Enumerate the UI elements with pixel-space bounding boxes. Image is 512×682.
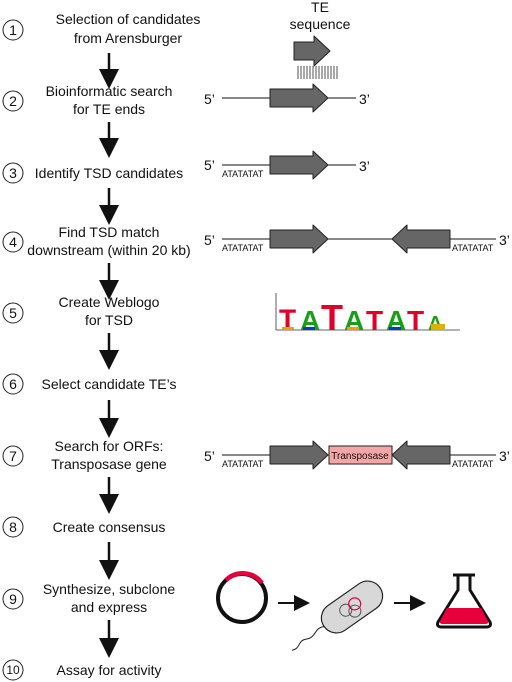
five-prime-label: 5’ xyxy=(204,91,215,107)
step-number: 8 xyxy=(9,519,17,535)
te-arrow-reverse xyxy=(391,224,451,254)
step-label-line1: Bioinformatic search xyxy=(46,83,173,99)
logo-letter-7: T xyxy=(407,305,424,336)
step-1: 1 Selection of candidates from Arensburg… xyxy=(2,11,201,46)
te-ends-graphic: 5’ 3’ xyxy=(204,83,370,113)
step-label-line2: and express xyxy=(71,599,147,615)
step-9: 9 Synthesize, subclone and express xyxy=(2,581,176,615)
step-number: 1 xyxy=(9,22,17,38)
step-10: 10 Assay for activity xyxy=(2,659,162,681)
step-label-line1: Find TSD match xyxy=(59,224,160,240)
te-arrow xyxy=(293,35,331,67)
step-number: 2 xyxy=(9,93,17,109)
tsd-label-right: ATATATAT xyxy=(452,243,494,253)
step-number-circle xyxy=(2,659,24,681)
step-label-line2: for TE ends xyxy=(73,101,145,117)
step-number-circle xyxy=(2,373,24,395)
step-label-line1: Create Weblogo xyxy=(59,294,160,310)
te-arrow xyxy=(269,150,329,180)
flask-liquid xyxy=(439,608,489,624)
tsd-label-right: ATATATAT xyxy=(452,459,494,469)
te-label-line1: TE xyxy=(311,0,329,15)
step-label-line2: for TSD xyxy=(85,312,133,328)
step-3: 3 Identify TSD candidates xyxy=(2,162,183,184)
logo-letter-1: T xyxy=(279,304,297,337)
step-7: 7 Search for ORFs: Transposase gene xyxy=(2,438,167,472)
step-number-circle xyxy=(2,588,24,610)
step-4: 4 Find TSD match downstream (within 20 k… xyxy=(2,224,191,258)
step-label-line1: Assay for activity xyxy=(56,662,161,678)
three-prime-label: 3’ xyxy=(359,91,370,107)
te-label-line2: sequence xyxy=(290,16,351,32)
step-label-line1: Search for ORFs: xyxy=(55,438,164,454)
tsd-match-graphic: 5’ ATATATAT ATATATAT 3’ xyxy=(204,224,510,254)
step-5: 5 Create Weblogo for TSD xyxy=(2,294,160,328)
step-number-circle xyxy=(2,445,24,467)
alignment-ticks xyxy=(297,66,338,79)
tsd-label: ATATATAT xyxy=(222,169,264,179)
step-label-line1: Synthesize, subclone xyxy=(43,581,176,597)
step-number: 7 xyxy=(9,448,17,464)
step-number: 5 xyxy=(9,305,17,321)
te-arrow-reverse xyxy=(391,440,451,470)
step-label-line1: Identify TSD candidates xyxy=(35,165,183,181)
step-number-circle xyxy=(2,302,24,324)
step-6: 6 Select candidate TE’s xyxy=(2,373,177,395)
five-prime-label: 5’ xyxy=(204,157,215,173)
step-number: 9 xyxy=(9,591,17,607)
orf-graphic: 5’ ATATATAT Transposase ATATATAT 3’ xyxy=(204,440,510,470)
flask-icon xyxy=(436,573,492,629)
step-label-line1: Create consensus xyxy=(53,519,166,535)
te-sequence-graphic: TE sequence xyxy=(290,0,351,79)
weblogo-minor-bars xyxy=(282,324,445,330)
five-prime-label: 5’ xyxy=(204,232,215,248)
tsd-label-left: ATATATAT xyxy=(222,243,264,253)
te-arrow-forward xyxy=(269,224,329,254)
tsd-label-left: ATATATAT xyxy=(222,459,264,469)
step-number: 10 xyxy=(6,663,20,677)
weblogo-graphic: T A T A T A T A xyxy=(275,293,460,338)
step-number-circle xyxy=(2,19,24,41)
te-arrow-forward xyxy=(269,440,329,470)
logo-letter-2: A xyxy=(300,305,320,336)
step-8: 8 Create consensus xyxy=(2,516,166,538)
expression-graphic xyxy=(216,571,492,651)
three-prime-label: 3’ xyxy=(499,232,510,248)
plasmid-insert xyxy=(224,571,264,585)
step-2: 2 Bioinformatic search for TE ends xyxy=(2,83,173,117)
weblogo-letters: T A T A T A T A xyxy=(279,297,442,338)
step-number-circle xyxy=(2,162,24,184)
logo-letter-5: T xyxy=(366,305,383,336)
te-arrow xyxy=(269,83,329,113)
step-number-circle xyxy=(2,231,24,253)
step-number: 4 xyxy=(9,234,17,250)
step-number: 6 xyxy=(9,376,17,392)
bacterium-icon xyxy=(291,580,384,651)
three-prime-label: 3’ xyxy=(499,448,510,464)
step-number-circle xyxy=(2,90,24,112)
step-label-line1: Selection of candidates xyxy=(56,11,201,27)
logo-letter-3: T xyxy=(321,297,343,338)
step-label-line1: Select candidate TE’s xyxy=(42,376,177,392)
logo-letter-4: A xyxy=(344,305,364,336)
transposase-label: Transposase xyxy=(331,451,389,462)
five-prime-label: 5’ xyxy=(204,448,215,464)
three-prime-label: 3’ xyxy=(359,158,370,174)
step-number: 3 xyxy=(9,165,17,181)
step-label-line2: Transposase gene xyxy=(51,456,167,472)
step-number-circle xyxy=(2,516,24,538)
step-label-line2: from Arensburger xyxy=(74,30,182,46)
logo-letter-6: A xyxy=(386,305,406,336)
step-label-line2: downstream (within 20 kb) xyxy=(27,242,190,258)
tsd-graphic: 5’ ATATATAT 3’ xyxy=(204,150,370,180)
